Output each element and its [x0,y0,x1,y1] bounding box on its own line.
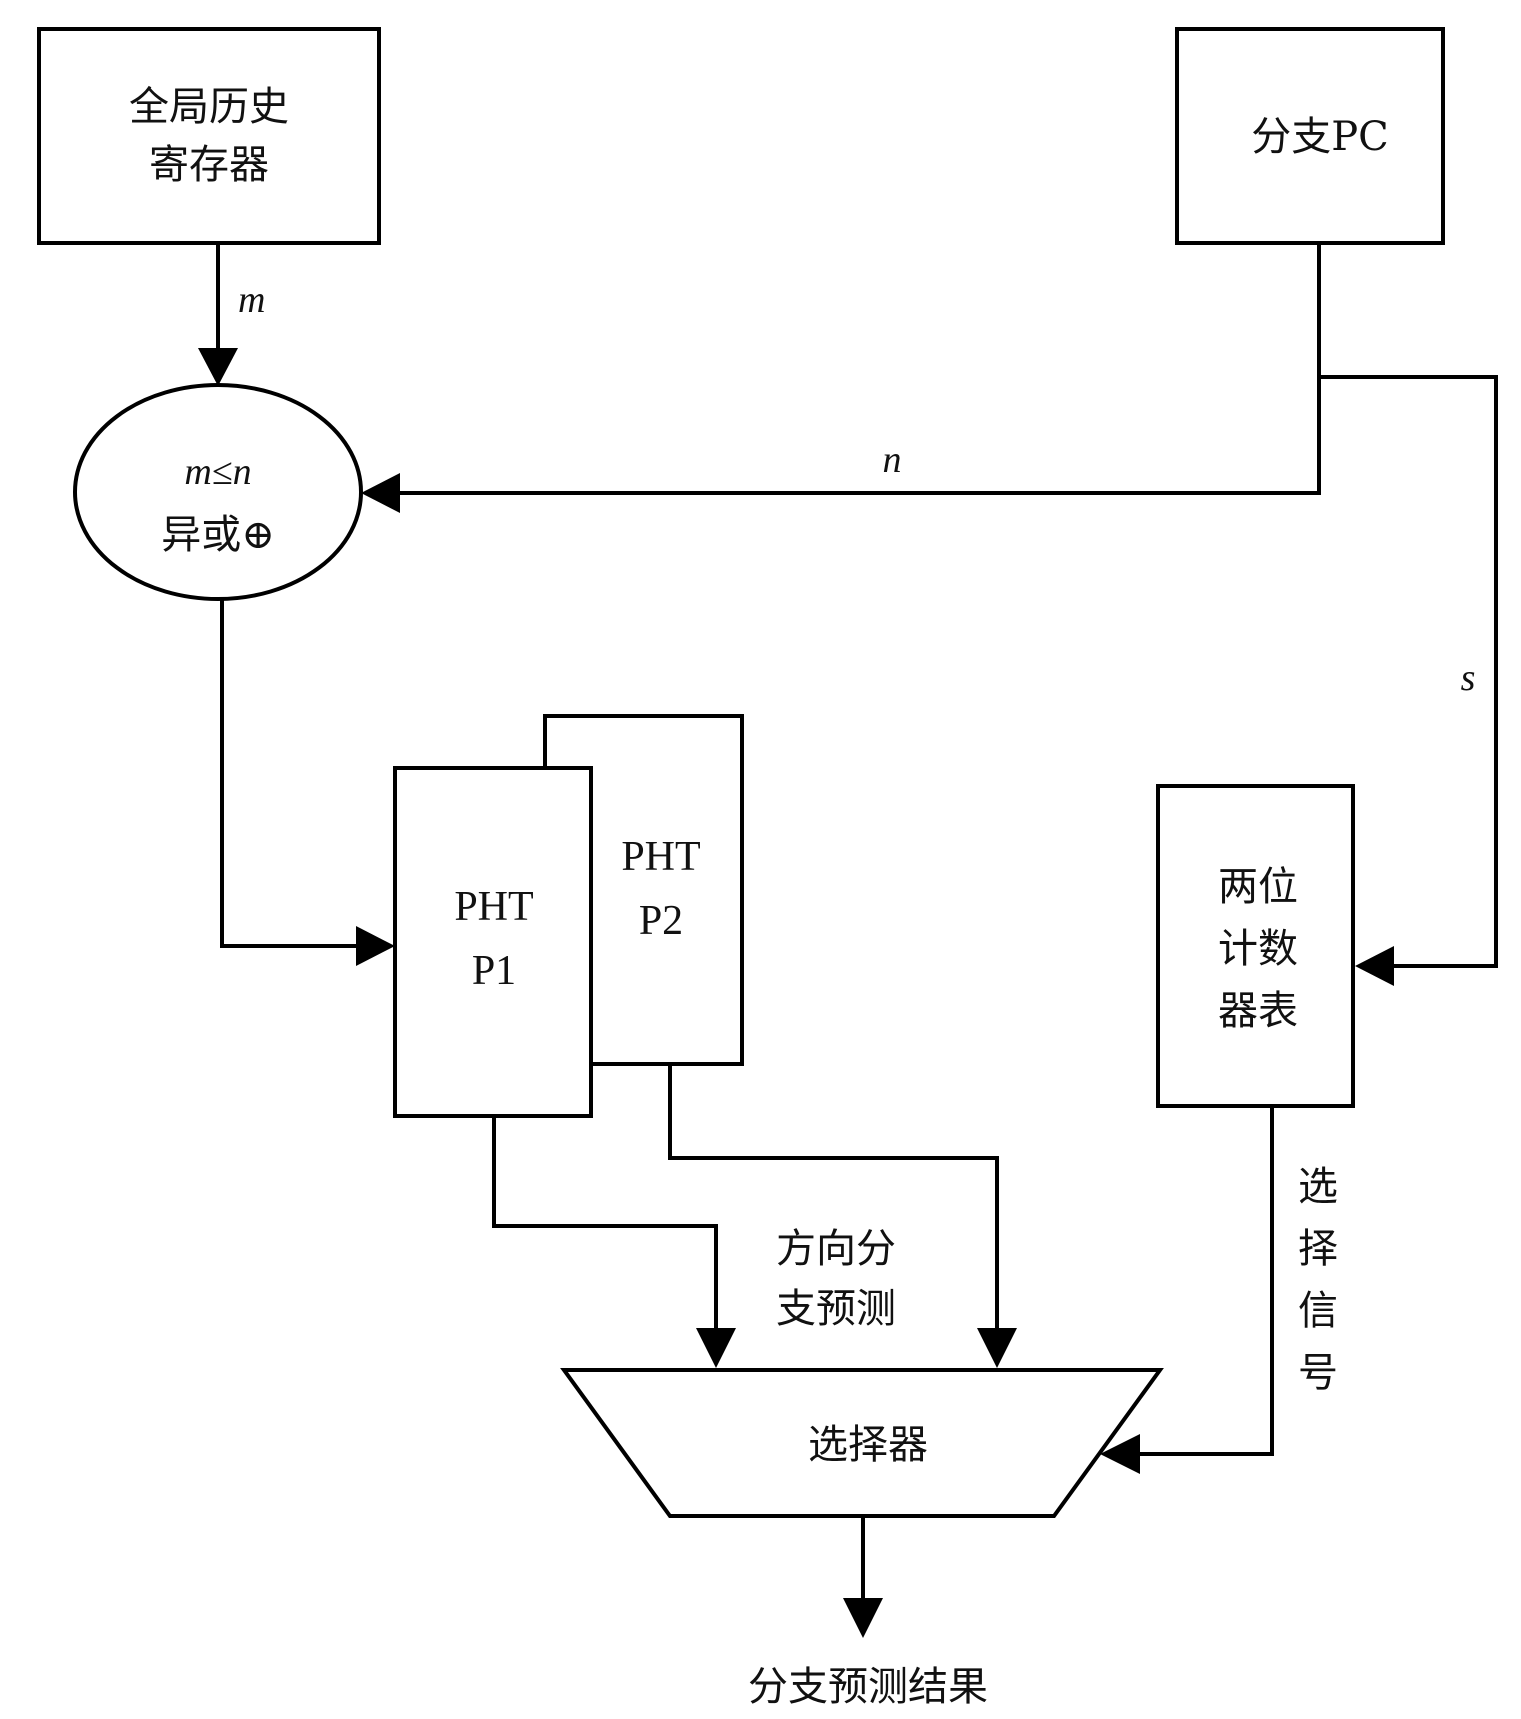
pht-p1-label-line1: PHT [454,884,533,930]
pht-p1-label-line2: P1 [472,948,516,994]
edge-xor-pht-line [220,599,358,948]
direction-prediction-label-line2: 支预测 [776,1286,896,1332]
edge-label-n: n [883,439,902,481]
branch-pc-label: 分支PC [1251,114,1389,160]
branch-pc-node: 分支PC [1175,27,1445,245]
global-history-register-node: 全局历史 寄存器 [37,27,381,245]
xor-ellipse [73,383,363,601]
edge-pc-counter-line [1319,375,1498,968]
edge-label-s: s [1461,657,1476,699]
pht-p2-label-line2: P2 [639,898,683,944]
arrowhead-down-icon [977,1328,1017,1368]
arrowhead-left-icon [361,473,400,513]
counter-table-label-line1: 两位 [1218,864,1298,910]
pht-p1-node: PHT P1 [393,766,593,1118]
arrowhead-down-icon [696,1328,736,1368]
direction-prediction-label: 方向分 支预测 [776,1226,896,1332]
selector-trapezoid [560,1368,1164,1518]
edge-pht-p1-to-selector [492,1116,736,1368]
arrowhead-right-icon [356,926,395,966]
arrowhead-left-icon [1100,1434,1140,1474]
edge-branch-pc-to-counter: s [1319,375,1498,986]
selector-node: 选择器 [560,1368,1164,1518]
xor-label-condition: m≤n [184,451,251,493]
arrowhead-down-icon [843,1598,883,1638]
arrowhead-down-icon [198,348,238,386]
edge-pc-xor-line [398,243,1321,495]
two-bit-counter-table-node: 两位 计数 器表 [1156,784,1355,1108]
edge-counter-selector-line [1138,1106,1274,1456]
select-signal-char-3: 信 [1298,1288,1338,1334]
branch-pc-box [1175,27,1445,245]
counter-table-label-line2: 计数 [1218,926,1298,972]
edge-selector-to-output [843,1516,883,1638]
edge-pht-p2-to-selector [668,1064,1017,1368]
branch-prediction-result-label: 分支预测结果 [748,1664,988,1710]
xor-node: m≤n 异或⊕ [73,383,363,601]
edge-label-m: m [238,279,265,321]
arrowhead-left-icon [1355,946,1394,986]
global-history-register-label-line2: 寄存器 [149,142,269,188]
edge-ghr-to-xor: m [198,243,265,386]
edge-p2-selector-line [668,1064,999,1330]
pht-p1-box [393,766,593,1118]
global-history-register-label-line1: 全局历史 [129,84,289,130]
counter-table-box [1156,784,1355,1108]
global-history-register-box [37,27,381,245]
counter-table-label-line3: 器表 [1218,988,1298,1034]
direction-prediction-label-line1: 方向分 [776,1226,896,1272]
xor-label-operation: 异或⊕ [161,512,275,558]
edge-xor-to-pht-p1 [220,599,395,966]
edge-counter-to-selector: 选 择 信 号 [1100,1106,1338,1474]
selector-label: 选择器 [808,1422,928,1468]
pht-p2-label-line1: PHT [621,834,700,880]
select-signal-char-4: 号 [1298,1350,1338,1396]
select-signal-char-1: 选 [1298,1164,1338,1210]
edge-p1-selector-line [492,1116,718,1330]
select-signal-char-2: 择 [1298,1226,1338,1272]
edge-branch-pc-to-xor: n [361,243,1321,513]
